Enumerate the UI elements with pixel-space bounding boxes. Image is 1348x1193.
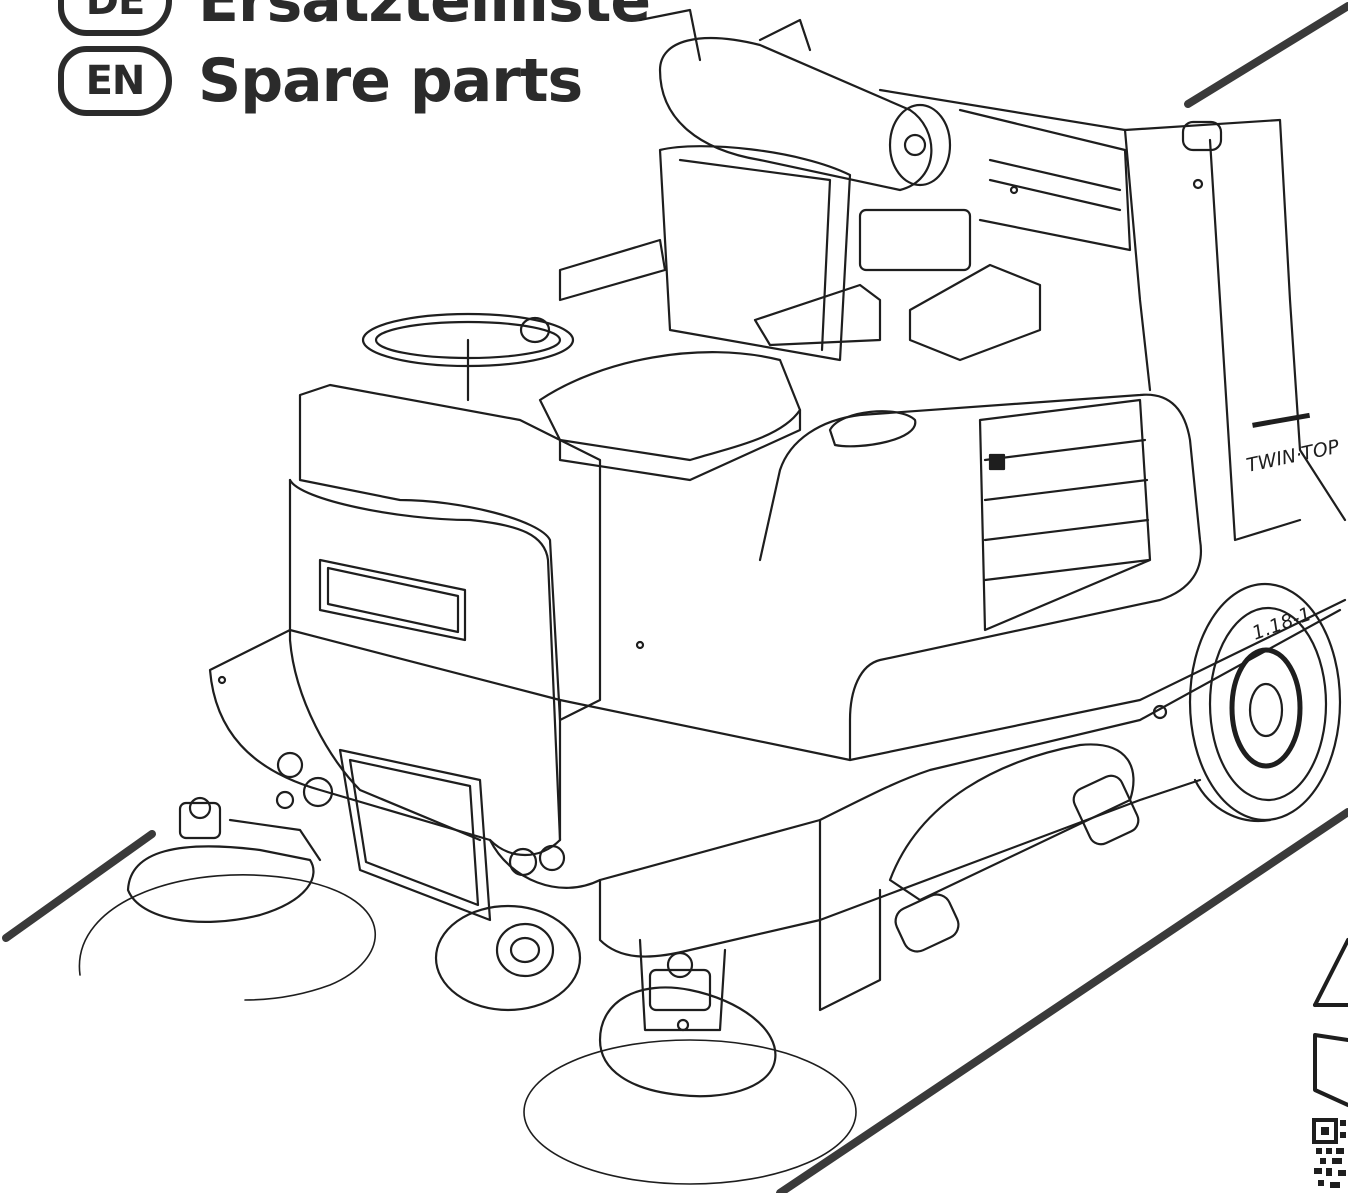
- side-brush-left: [126, 790, 322, 923]
- steering-wheel: [361, 312, 575, 402]
- brush-sweep-arcs: [78, 874, 857, 1185]
- front-wheel: [434, 904, 582, 1012]
- qr-code-icon: [1312, 1118, 1346, 1188]
- language-badge-en: EN: [58, 46, 172, 116]
- front-hood: [217, 383, 602, 922]
- gas-cylinder: [638, 8, 1132, 272]
- warning-triangle-icon: [1313, 938, 1348, 1007]
- side-brush-center: [598, 938, 777, 1098]
- manual-book-icon: [1313, 1033, 1348, 1107]
- title-de: Ersatzteilliste: [198, 0, 651, 36]
- title-en: Spare parts: [198, 46, 583, 116]
- title-row-en: EN Spare parts: [58, 46, 583, 116]
- brand-label: TWIN·TOP: [1244, 436, 1341, 477]
- title-row-de: DE Ersatzteilliste: [58, 0, 651, 36]
- operator-seat: [538, 145, 1042, 482]
- chassis: [208, 598, 1347, 1012]
- side-panel: [758, 118, 1347, 762]
